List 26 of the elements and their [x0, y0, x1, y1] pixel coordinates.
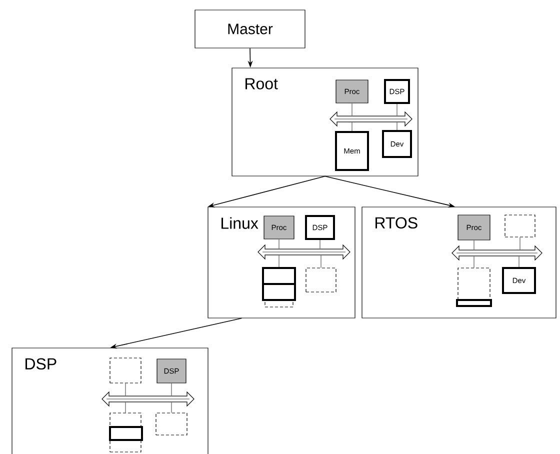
bus-link: [125, 382, 126, 396]
component-box: [262, 267, 296, 301]
component-box: [110, 412, 142, 428]
component-box: [156, 412, 188, 436]
bus-symbol: [452, 245, 542, 261]
bus-link: [171, 402, 172, 414]
bus-link: [396, 122, 398, 130]
component-box: [456, 299, 492, 307]
bus-symbol: [102, 391, 194, 407]
bus-link: [518, 256, 520, 268]
bus-symbol: [258, 244, 350, 260]
bus-link: [125, 402, 126, 414]
bus-link: [171, 382, 172, 396]
process-box: Master: [194, 10, 306, 48]
bus-link: [278, 254, 280, 268]
bus-symbol: [330, 111, 412, 127]
bus-link: [396, 104, 398, 116]
component-box: [504, 214, 536, 238]
component-box: [458, 268, 490, 300]
component-box: [109, 426, 143, 441]
bus-link: [278, 238, 280, 250]
bus-link: [320, 254, 322, 268]
component-box: [306, 268, 336, 292]
component-box: [110, 440, 142, 452]
component-box: [110, 358, 142, 384]
component-box: [264, 300, 294, 308]
